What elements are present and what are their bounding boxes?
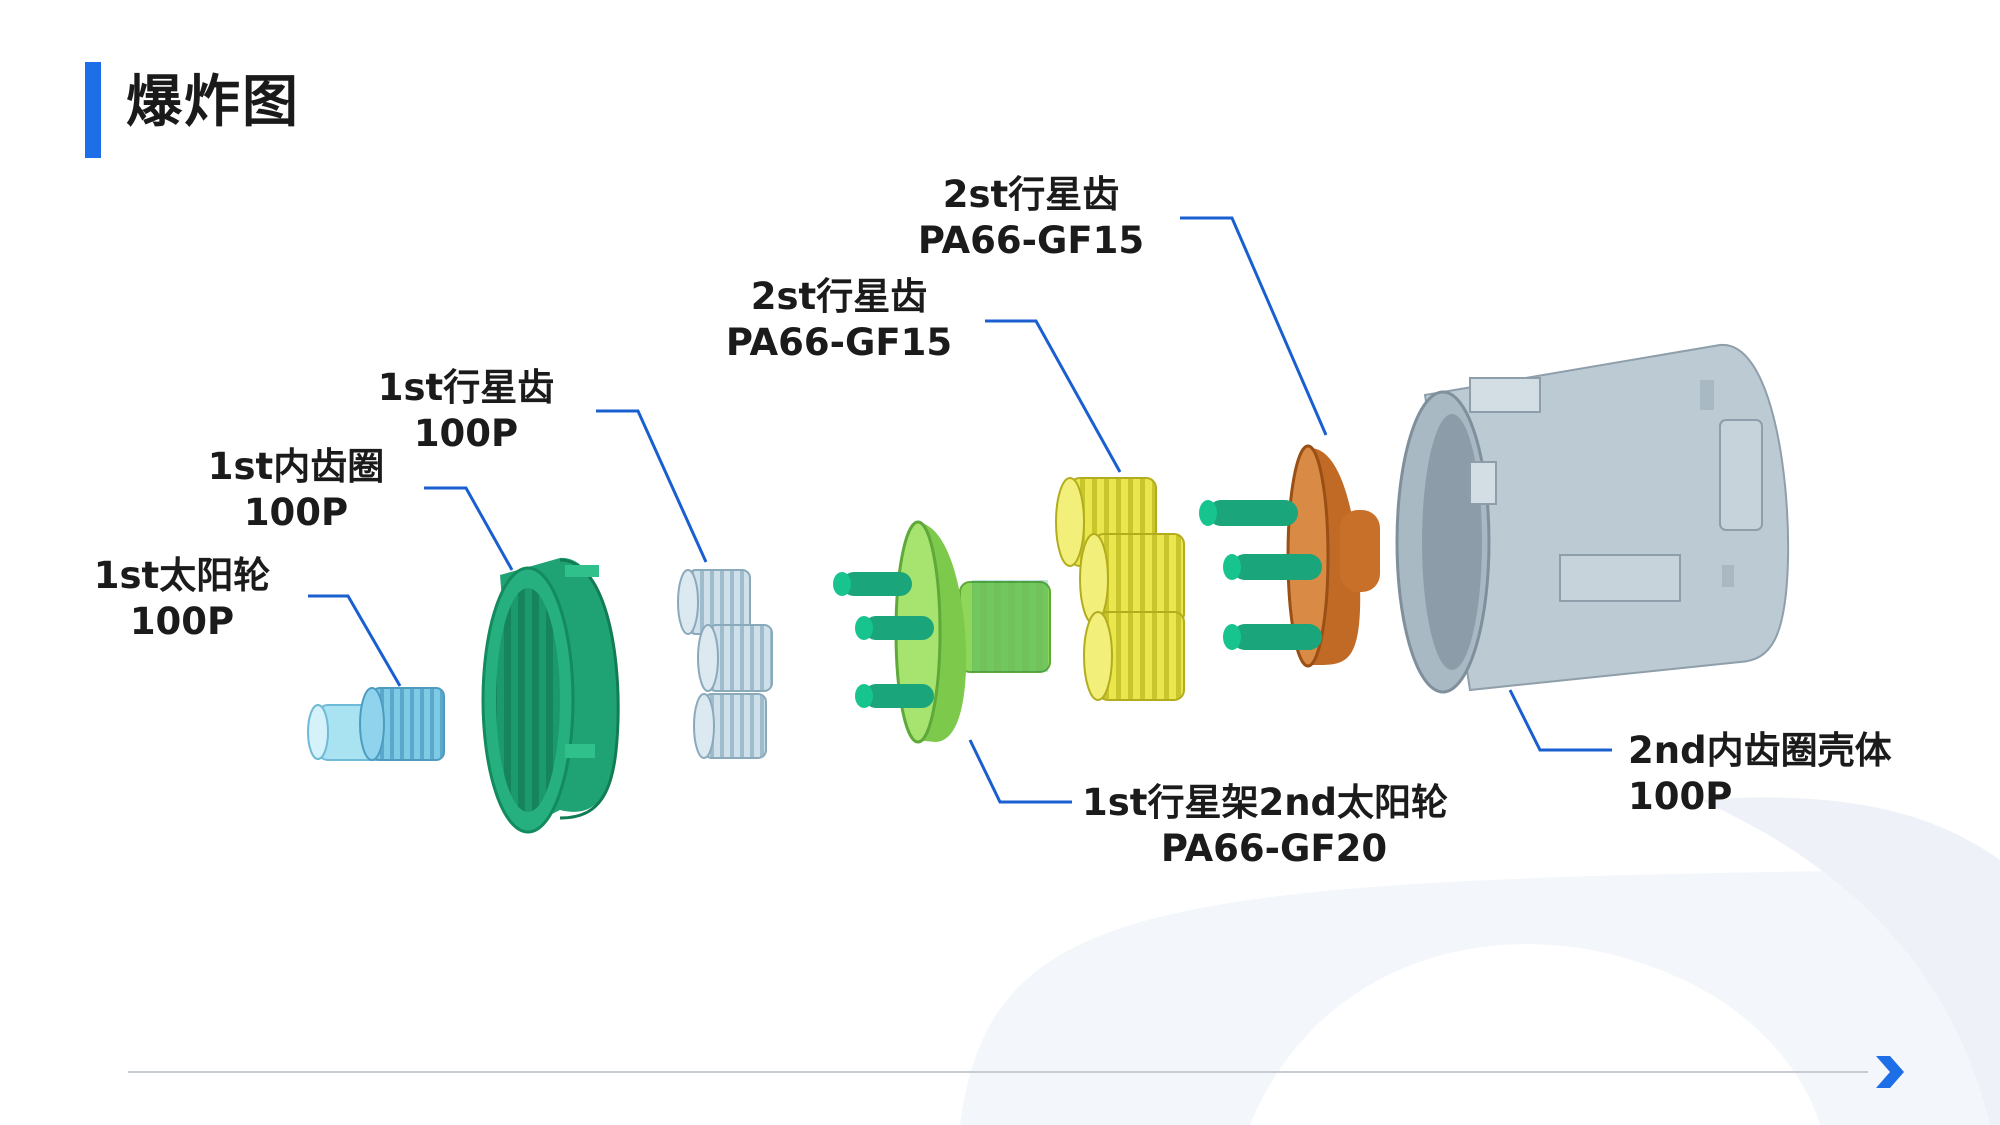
leader-ring-gear <box>424 486 514 571</box>
label-name: 1st行星齿 <box>377 366 555 409</box>
label-material: 100P <box>129 600 235 643</box>
carrier-2nd <box>1199 444 1380 668</box>
leader-lines <box>308 216 1612 804</box>
label-sun-gear-1st: 1st太阳轮 100P <box>92 553 272 645</box>
leader-planet-2nd-b <box>1180 216 1328 436</box>
title-accent-bar <box>85 62 101 158</box>
label-ring-gear-1st: 1st内齿圈 100P <box>206 444 386 536</box>
label-name: 2st行星齿 <box>942 173 1120 216</box>
leader-housing <box>1508 689 1612 752</box>
label-material: PA66-GF15 <box>725 321 953 364</box>
label-material: PA66-GF20 <box>1160 827 1388 870</box>
footer-divider <box>128 1071 1868 1073</box>
label-name: 1st行星架2nd太阳轮 <box>1082 781 1449 824</box>
ring-gear-housing-2nd <box>1395 343 1790 694</box>
label-material: 100P <box>1628 775 1733 818</box>
label-name: 1st太阳轮 <box>93 554 271 597</box>
label-planet-gear-2nd-b: 2st行星齿 PA66-GF15 <box>916 172 1146 264</box>
label-name: 2nd内齿圈壳体 <box>1628 729 1892 772</box>
page-title: 爆炸图 <box>126 70 300 135</box>
ring-gear-1st <box>481 557 620 834</box>
label-carrier-1st-sun-2nd: 1st行星架2nd太阳轮 PA66-GF20 <box>1082 780 1449 872</box>
sun-gear-1st <box>307 687 445 761</box>
label-material: 100P <box>243 491 349 534</box>
chevron-right-icon <box>1876 1056 1904 1088</box>
label-name: 2st行星齿 <box>750 275 928 318</box>
leader-planet-1st <box>596 409 708 563</box>
label-name: 1st内齿圈 <box>207 445 385 488</box>
label-material: 100P <box>413 412 519 455</box>
planet-gears-1st <box>677 569 773 759</box>
leader-planet-2nd-a <box>985 319 1122 473</box>
label-ring-gear-housing-2nd: 2nd内齿圈壳体 100P <box>1628 728 1908 820</box>
label-planet-gear-2nd-a: 2st行星齿 PA66-GF15 <box>724 274 954 366</box>
leader-sun-gear <box>308 594 402 687</box>
carrier-1st-sun-2nd <box>833 520 1051 744</box>
planet-gears-2nd <box>1055 477 1185 701</box>
label-material: PA66-GF15 <box>917 219 1145 262</box>
leader-carrier <box>968 739 1072 804</box>
label-planet-gear-1st: 1st行星齿 100P <box>376 365 556 457</box>
